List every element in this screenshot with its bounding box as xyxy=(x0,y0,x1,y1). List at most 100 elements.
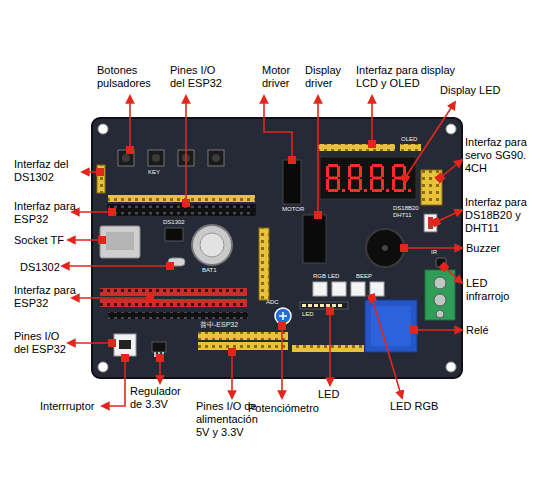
leader-line xyxy=(72,211,112,213)
battery-face xyxy=(200,233,224,257)
leader-line xyxy=(414,329,462,331)
mounting-hole xyxy=(98,362,108,372)
callout-label: LED RGB xyxy=(390,400,450,413)
leader-line xyxy=(129,96,131,150)
coin-battery xyxy=(192,225,232,265)
digit xyxy=(392,164,411,192)
pin-header xyxy=(292,345,364,352)
leader-line xyxy=(317,96,319,215)
silkscreen-label: MOTOR xyxy=(282,206,312,213)
oled-header xyxy=(400,144,421,151)
silkscreen-label: ADC xyxy=(266,299,286,306)
leader-line xyxy=(68,239,102,241)
callout-label: Display LED xyxy=(440,84,530,97)
callout-label: Pines I/O del ESP32 xyxy=(170,64,230,90)
regulator-pin xyxy=(162,352,164,357)
display-driver-chip xyxy=(303,215,326,263)
silkscreen-label: KEY xyxy=(148,169,178,176)
esp32-header xyxy=(100,288,247,296)
leader-line xyxy=(185,96,187,203)
callout-label: Interfaz del DS1302 xyxy=(14,158,80,184)
rtc-chip xyxy=(165,228,183,241)
power-header xyxy=(198,332,288,340)
callout-label: Socket TF xyxy=(14,234,74,247)
push-button xyxy=(118,150,134,166)
led-row xyxy=(300,302,348,309)
ir-led xyxy=(436,258,446,267)
motor-driver-chip xyxy=(283,160,301,204)
terminal-block xyxy=(425,270,455,320)
callout-label: Pines I/O del ESP32 xyxy=(14,330,74,356)
sensor-socket xyxy=(428,217,433,229)
button-cap xyxy=(152,154,160,162)
digit xyxy=(370,164,389,192)
silkscreen-label: BAT1 xyxy=(202,267,226,274)
mounting-hole xyxy=(98,124,108,134)
seven-segment-display xyxy=(320,157,416,199)
silkscreen-label: BEEP xyxy=(356,273,380,280)
silkscreen-label: OLED xyxy=(401,136,427,143)
leader-lines xyxy=(62,96,462,406)
silkscreen-label: 普中-ESP32 xyxy=(200,321,260,329)
leader-line xyxy=(159,358,161,383)
leader-line xyxy=(231,352,233,398)
power-header xyxy=(198,342,288,350)
regulator-pin xyxy=(154,352,156,357)
silkscreen-label: RGB LED xyxy=(313,273,347,280)
digit xyxy=(326,164,345,192)
esp32-header xyxy=(108,205,255,215)
switch-knob xyxy=(119,340,131,349)
callout-label: Relé xyxy=(466,324,516,337)
leader-line xyxy=(372,298,402,398)
regulator-pin xyxy=(158,352,160,357)
leader-line xyxy=(62,265,170,267)
led xyxy=(326,304,330,307)
servo-header xyxy=(421,170,442,205)
leader-line xyxy=(264,96,292,160)
crystal xyxy=(168,258,185,266)
leader-line xyxy=(440,160,462,178)
callout-label: LED infrarrojo xyxy=(466,277,521,303)
leader-line xyxy=(281,326,283,398)
tf-socket xyxy=(100,226,140,258)
relay xyxy=(365,300,417,352)
esp32-header xyxy=(108,312,248,319)
callout-label: Buzzer xyxy=(466,242,526,255)
silkscreen-label: DS1302 xyxy=(163,219,197,226)
leader-line xyxy=(329,311,331,385)
led xyxy=(314,304,318,307)
terminal-screw xyxy=(436,310,444,318)
push-button xyxy=(208,150,224,166)
silkscreen-label: LED xyxy=(302,311,322,318)
leader-line xyxy=(102,358,125,406)
led xyxy=(320,304,324,307)
leader-line xyxy=(436,210,462,222)
callout-label: LED xyxy=(318,388,348,401)
buzzer-hole xyxy=(382,245,388,251)
mounting-hole xyxy=(446,124,456,134)
callout-label: DS1302 xyxy=(20,261,80,274)
callout-label: Display driver xyxy=(305,64,350,90)
rgb-led xyxy=(351,282,365,296)
led xyxy=(308,304,312,307)
callout-label: Motor driver xyxy=(262,64,306,90)
callout-label: Potenciómetro xyxy=(248,402,338,415)
leader-line xyxy=(371,96,373,144)
rgb-led xyxy=(332,282,346,296)
leader-line xyxy=(82,171,100,173)
potentiometer xyxy=(275,308,291,324)
silkscreen-label: DS18B20 DHT11 xyxy=(393,205,423,219)
tf-slot xyxy=(106,232,134,250)
digit xyxy=(348,164,367,192)
leader-line xyxy=(72,297,150,299)
push-button xyxy=(148,150,164,166)
leader-line xyxy=(68,342,112,344)
silkscreen-label: IR xyxy=(431,249,443,256)
callout-label: Interfaz para DS18B20 y DHT11 xyxy=(465,196,545,235)
power-switch xyxy=(114,334,136,356)
mounting-hole xyxy=(446,362,456,372)
callout-label: Interrruptor xyxy=(40,400,102,413)
